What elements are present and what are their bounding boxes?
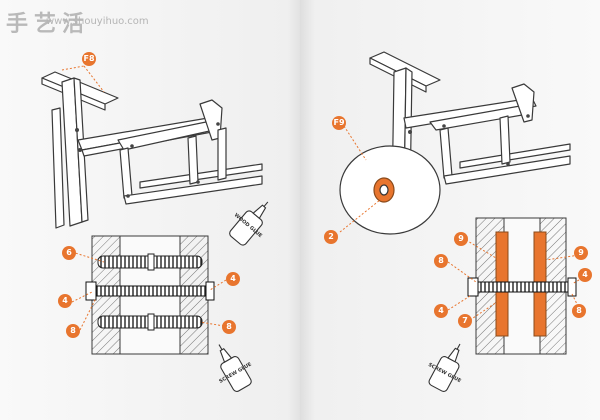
callout-left-6: 6	[62, 246, 76, 260]
callout-right-4a: 4	[434, 304, 448, 318]
watermark-url: www.shouyihuo.com	[46, 16, 149, 27]
callout-right-8a: 8	[434, 254, 448, 268]
right-section-detail	[447, 217, 587, 355]
callout-right-9a: 9	[454, 232, 468, 246]
left-section-detail	[71, 235, 227, 355]
wood-glue-bottle: WOOD GLUE	[229, 201, 269, 246]
callout-left-4a: 4	[58, 294, 72, 308]
callout-right-2: 2	[324, 230, 338, 244]
callout-left-top: F8	[82, 52, 96, 66]
callout-right-4b: 4	[578, 268, 592, 282]
callout-right-9b: 9	[574, 246, 588, 260]
right-wheel	[339, 145, 441, 235]
left-frame-bolts	[75, 122, 220, 198]
callout-left-8b: 8	[222, 320, 236, 334]
callout-left-4b: 4	[226, 272, 240, 286]
watermark-brand: 手艺活	[6, 11, 91, 37]
left-frame-drawing	[41, 71, 263, 229]
callout-right-f9: F9	[332, 116, 346, 130]
callout-left-8a: 8	[66, 324, 80, 338]
watermark: 手艺活 www.shouyihuo.com	[6, 6, 149, 38]
callout-right-8b: 8	[572, 304, 586, 318]
callout-right-7: 7	[458, 314, 472, 328]
screw-glue-bottle-right: SCREW GLUE	[427, 343, 462, 392]
screw-glue-bottle-left: SCREW GLUE	[218, 344, 253, 392]
